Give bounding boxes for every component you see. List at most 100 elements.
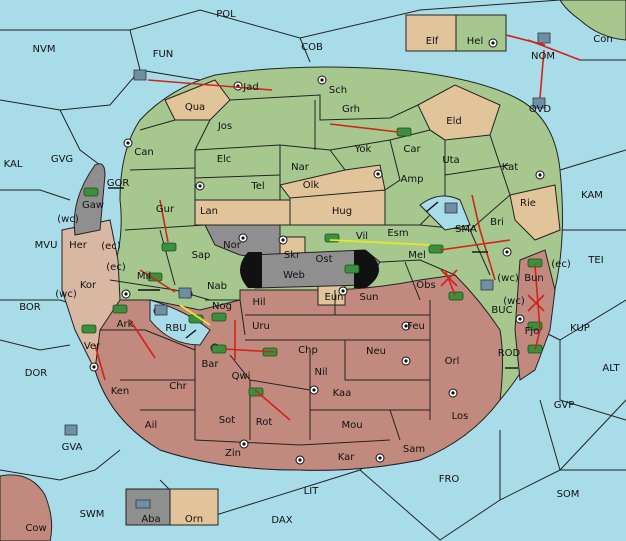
coast-tag: (ec) <box>551 259 571 270</box>
coast-tag: (wc) <box>503 296 525 307</box>
territory-orn[interactable] <box>169 488 219 526</box>
territory-label-fjo: Fjo <box>525 326 540 337</box>
territory-hel[interactable] <box>455 14 507 52</box>
coast-tag: (ec) <box>101 241 121 252</box>
territory-label-kar: Kar <box>338 452 356 463</box>
canal-east <box>354 250 379 288</box>
fleet-icon <box>444 202 458 214</box>
fleet-icon <box>537 32 551 44</box>
territory-label-elf: Elf <box>426 36 439 47</box>
armies <box>81 127 543 397</box>
territory-label-uta: Uta <box>442 155 459 166</box>
sea-label-pol: POL <box>216 9 236 20</box>
fleet-icon <box>480 279 494 291</box>
fleet-icon <box>135 499 151 509</box>
territory-label-mou: Mou <box>341 420 362 431</box>
territory-gaw[interactable] <box>73 163 106 236</box>
territory-rie[interactable] <box>509 184 561 241</box>
territory-label-eld: Eld <box>446 116 461 127</box>
army-icon <box>527 321 543 331</box>
sea-label-gvp: GVP <box>554 400 575 411</box>
territory-label-rie: Rie <box>520 198 536 209</box>
territory-label-nab: Nab <box>207 281 227 292</box>
territory-label-orn: Orn <box>185 514 203 525</box>
sea-label-tei: TEI <box>587 255 603 266</box>
territory-cow[interactable] <box>0 474 53 541</box>
territory-label-hug: Hug <box>332 206 352 217</box>
territory-label-lan: Lan <box>200 206 218 217</box>
territory-label-kat: Kat <box>502 162 519 173</box>
territory-label-esm: Esm <box>387 228 408 239</box>
territory-label-con: Con <box>593 34 612 45</box>
territory-label-mil: Mil <box>137 271 151 282</box>
territory-label-mel: Mel <box>408 250 426 261</box>
territory-label-neu: Neu <box>366 346 386 357</box>
army-icon <box>211 312 227 322</box>
sea-label-kam: KAM <box>581 190 603 201</box>
army-icon <box>428 244 444 254</box>
territory-label-ark: Ark <box>117 319 134 330</box>
fleet-icon <box>133 69 147 81</box>
army-icon <box>147 272 163 282</box>
sea-label-som: SOM <box>557 489 580 500</box>
sea-label-swm: SWM <box>80 509 105 520</box>
territory-label-ver: Ver <box>84 341 101 352</box>
territory-label-car: Car <box>403 144 421 155</box>
territory-label-aba: Aba <box>141 514 160 525</box>
sea-label-lit: LIT <box>304 486 320 497</box>
territory-label-zin: Zin <box>225 448 241 459</box>
sea-label-alt: ALT <box>602 363 620 374</box>
territory-label-jad: Jad <box>242 82 258 93</box>
sea-label-fun: FUN <box>153 49 174 60</box>
territory-label-eun: Eun <box>325 292 344 303</box>
territory-label-ost: Ost <box>315 254 332 265</box>
territory-label-sch: Sch <box>329 85 347 96</box>
territory-fjo[interactable] <box>514 249 556 381</box>
sea-label-fro: FRO <box>439 474 460 485</box>
territory-label-sap: Sap <box>192 250 211 261</box>
territory-olk[interactable] <box>279 164 386 199</box>
territory-label-bun: Bun <box>524 273 544 284</box>
territory-label-obs: Obs <box>416 280 435 291</box>
sea-label-kal: KAL <box>4 159 23 170</box>
territory-label-can: Can <box>134 147 153 158</box>
fleet-icon <box>64 424 78 436</box>
sea-label-gva: GVA <box>62 442 83 453</box>
army-icon <box>344 264 360 274</box>
territory-label-orl: Orl <box>445 356 460 367</box>
territory-qua[interactable] <box>164 79 231 121</box>
territory-label-qwi: Qwi <box>232 371 251 382</box>
sea-label-dax: DAX <box>271 515 292 526</box>
territory-label-yok: Yok <box>354 144 372 155</box>
territory-label-sam: Sam <box>403 444 425 455</box>
army-icon <box>161 242 177 252</box>
sea-label-kup: KUP <box>570 323 590 334</box>
territory-label-tel: Tel <box>250 181 264 192</box>
territory-label-kaa: Kaa <box>333 388 352 399</box>
fleet-icon <box>178 287 192 299</box>
territory-label-qua: Qua <box>185 102 205 113</box>
territory-label-rot: Rot <box>256 417 273 428</box>
territory-label-ken: Ken <box>111 386 130 397</box>
territory-label-nil: Nil <box>314 367 327 378</box>
canal-west <box>240 252 262 288</box>
coast-tag: (wc) <box>55 289 77 300</box>
territory-label-nor: Nor <box>223 240 242 251</box>
territory-label-cow: Cow <box>25 523 46 534</box>
territory-con[interactable] <box>559 0 626 41</box>
territory-label-her: Her <box>69 240 88 251</box>
territory-label-gaw: Gaw <box>82 200 104 211</box>
fleet-icon <box>532 97 546 109</box>
sea-label-mvu: MVU <box>35 240 58 251</box>
territory-label-web: Web <box>283 270 305 281</box>
territory-label-sma: SMA <box>455 224 477 235</box>
army-icon <box>396 127 412 137</box>
territory-label-skr: Skr <box>284 250 301 261</box>
territory-label-nar: Nar <box>291 162 310 173</box>
territory-label-nom: NOM <box>531 51 555 62</box>
sea-label-gvg: GVG <box>51 154 73 165</box>
sea-label-bor: BOR <box>19 302 41 313</box>
land-borders <box>100 94 511 446</box>
